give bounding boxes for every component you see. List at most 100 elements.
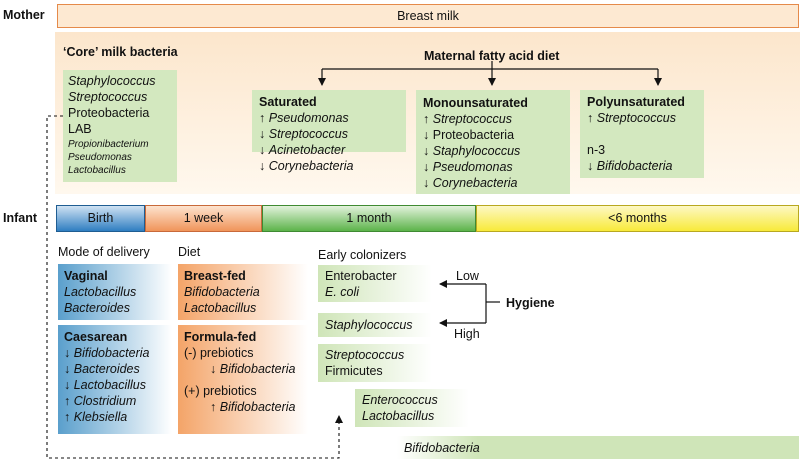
vaginal-item: Lactobacillus <box>64 285 137 299</box>
colonizer-item: Firmicutes <box>325 364 383 378</box>
down-arrow-icon: ↓ <box>210 362 217 376</box>
colonizer-box-1 <box>318 265 432 302</box>
down-arrow-icon: ↓ <box>259 143 266 157</box>
diet-header: Diet <box>178 245 201 259</box>
timeline-label: <6 months <box>608 211 667 225</box>
n3-label: n-3 <box>587 143 606 157</box>
colonizer-box-4 <box>355 389 469 427</box>
formulafed-item: Bifidobacteria <box>219 362 296 376</box>
timeline-1-week: 1 week <box>145 205 262 232</box>
colonizer-item: Staphylococcus <box>325 318 413 332</box>
up-arrow-icon: ↑ <box>259 111 266 125</box>
saturated-item: Pseudomonas <box>268 111 349 125</box>
down-arrow-icon: ↓ <box>259 127 266 141</box>
milk-dashed-connector <box>46 115 343 459</box>
breast-milk-bar: Breast milk <box>57 4 799 28</box>
up-arrow-icon: ↑ <box>423 112 430 126</box>
saturated-item: Corynebacteria <box>268 159 354 173</box>
core-small-item: Lactobacillus <box>68 165 126 176</box>
saturated-title: Saturated <box>259 95 317 109</box>
down-arrow-icon: ↓ <box>423 128 430 142</box>
breastfed-item: Lactobacillus <box>184 301 257 315</box>
timeline-6-months: <6 months <box>476 205 799 232</box>
hygiene-bracket <box>439 280 500 327</box>
timeline-label: 1 month <box>346 211 392 225</box>
core-title: ‘Core’ milk bacteria <box>63 45 178 59</box>
monounsaturated-title: Monounsaturated <box>423 96 528 110</box>
polyunsaturated-title: Polyunsaturated <box>587 95 685 109</box>
saturated-item: Acinetobacter <box>268 143 346 157</box>
core-small-item: Pseudomonas <box>68 152 132 163</box>
vaginal-title: Vaginal <box>64 269 108 283</box>
vaginal-item: Bacteroides <box>64 301 131 315</box>
timeline-1-month: 1 month <box>262 205 476 232</box>
up-arrow-icon: ↑ <box>587 111 594 125</box>
down-arrow-icon: ↓ <box>423 176 430 190</box>
core-item: LAB <box>68 122 92 136</box>
formulafed-item: Bifidobacteria <box>219 400 296 414</box>
monounsaturated-item: Staphylococcus <box>432 144 521 158</box>
down-arrow-icon: ↓ <box>423 144 430 158</box>
colonizer-box-3 <box>318 344 432 382</box>
caesarean-title: Caesarean <box>64 330 128 344</box>
monounsaturated-item: Streptococcus <box>432 112 512 126</box>
core-small-item: Propionibacterium <box>68 139 149 150</box>
polyunsaturated-item: Bifidobacteria <box>596 159 673 173</box>
core-item: Streptococcus <box>68 90 148 104</box>
saturated-item: Streptococcus <box>268 127 348 141</box>
down-arrow-icon: ↓ <box>64 346 71 360</box>
caesarean-item: Bacteroides <box>73 362 140 376</box>
monounsaturated-box <box>416 90 570 194</box>
caesarean-item: Klebsiella <box>73 410 128 424</box>
formulafed-box <box>178 325 308 434</box>
maternal-diet-tree <box>318 61 662 86</box>
delivery-header: Mode of delivery <box>58 245 150 259</box>
down-arrow-icon: ↓ <box>64 378 71 392</box>
formulafed-title: Formula-fed <box>184 330 257 344</box>
mother-label: Mother <box>3 8 45 22</box>
core-bacteria-box: Staphylococcus Streptococcus Proteobacte… <box>63 70 177 182</box>
caesarean-item: Clostridium <box>73 394 137 408</box>
down-arrow-icon: ↓ <box>423 160 430 174</box>
colonizer-box-2 <box>318 313 432 337</box>
colonizers-header: Early colonizers <box>318 248 407 262</box>
colonizer-item: Enterococcus <box>362 393 438 407</box>
colonizer-item: E. coli <box>325 285 360 299</box>
colonizer-box-5 <box>397 436 799 459</box>
hygiene-low-label: Low <box>456 269 479 283</box>
core-item: Proteobacteria <box>68 106 150 120</box>
up-arrow-icon: ↑ <box>64 394 71 408</box>
down-arrow-icon: ↓ <box>259 159 266 173</box>
timeline-birth: Birth <box>56 205 145 232</box>
hygiene-high-label: High <box>454 327 480 341</box>
monounsaturated-item: Corynebacteria <box>432 176 518 190</box>
minus-prebiotics-label: (-) prebiotics <box>184 346 254 360</box>
breastfed-box <box>178 264 308 320</box>
breastfed-item: Bifidobacteria <box>184 285 260 299</box>
timeline-label: Birth <box>87 211 114 225</box>
polyunsaturated-box <box>580 90 704 178</box>
down-arrow-icon: ↓ <box>587 159 594 173</box>
core-item: Staphylococcus <box>68 74 156 88</box>
caesarean-box <box>58 325 172 434</box>
timeline-label: 1 week <box>183 211 224 225</box>
maternal-diet-title: Maternal fatty acid diet <box>424 49 560 63</box>
caesarean-item: Bifidobacteria <box>73 346 150 360</box>
infant-label: Infant <box>3 211 38 225</box>
breastfed-title: Breast-fed <box>184 269 246 283</box>
up-arrow-icon: ↑ <box>210 400 217 414</box>
colonizer-item: Bifidobacteria <box>404 441 480 455</box>
up-arrow-icon: ↑ <box>64 410 71 424</box>
colonizer-item: Enterobacter <box>325 269 397 283</box>
breast-milk-label: Breast milk <box>397 9 459 23</box>
colonizer-item: Streptococcus <box>325 348 405 362</box>
polyunsaturated-item: Streptococcus <box>596 111 676 125</box>
plus-prebiotics-label: (+) prebiotics <box>184 384 257 398</box>
monounsaturated-item: Proteobacteria <box>432 128 515 142</box>
caesarean-item: Lactobacillus <box>73 378 146 392</box>
down-arrow-icon: ↓ <box>64 362 71 376</box>
hygiene-label: Hygiene <box>506 296 555 310</box>
vaginal-box <box>58 264 172 320</box>
colonizer-item: Lactobacillus <box>362 409 435 423</box>
